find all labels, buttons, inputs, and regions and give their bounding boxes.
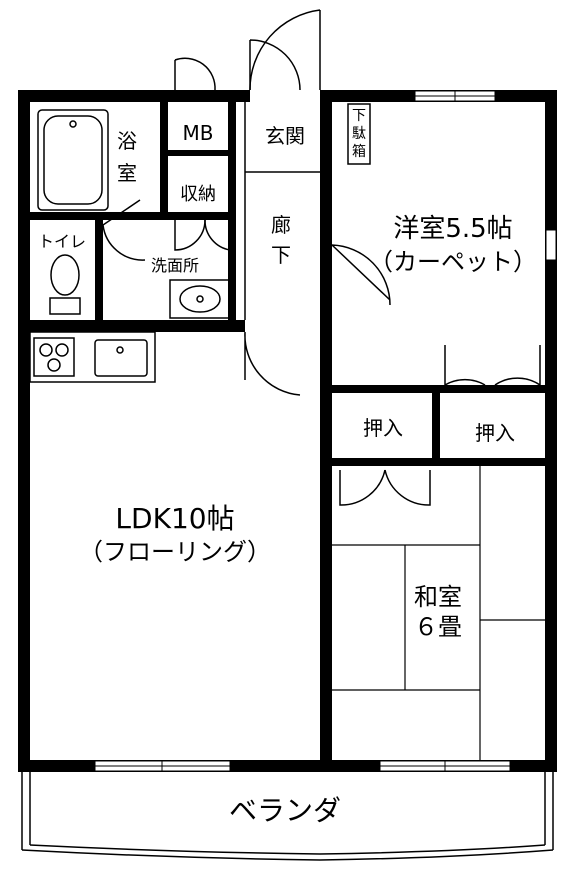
western-room-label-2: （カーペット） [369,248,537,276]
genkan-label: 玄関 [265,124,305,148]
doors [102,9,541,506]
shoebox-label-1: 下 [352,108,366,124]
windows [94,90,557,772]
interior-walls [30,102,545,772]
mb-label: MB [183,121,214,145]
washbasin [169,279,231,319]
bath-label-2: 室 [117,161,137,185]
tatami-lines [332,466,545,760]
storage-label: 収納 [180,184,216,205]
closet-label-1: 押入 [363,416,403,440]
kitchen-counter [29,331,156,383]
bath-label-1: 浴 [117,129,137,153]
bathtub [37,109,109,211]
veranda-label: ベランダ [229,794,341,827]
toilet-label: トイレ [38,232,86,251]
ldk-label-1: LDK10帖 [115,502,234,535]
hallway-label-1: 廊 [271,213,291,237]
western-room-label-1: 洋室5.5帖 [393,214,512,244]
hallway-lines [244,102,371,320]
japanese-room-label-2: ６畳 [414,613,462,641]
washroom-label: 洗面所 [151,256,199,275]
toilet-fixture [49,254,81,315]
japanese-room-label-1: 和室 [414,583,462,611]
shoebox-label-3: 箱 [352,144,366,160]
veranda [21,772,554,861]
ldk-label-2: （フローリング） [79,538,271,566]
closet-label-2: 押入 [475,421,515,445]
hallway-label-2: 下 [271,243,291,267]
shoebox-label-2: 駄 [352,126,366,142]
